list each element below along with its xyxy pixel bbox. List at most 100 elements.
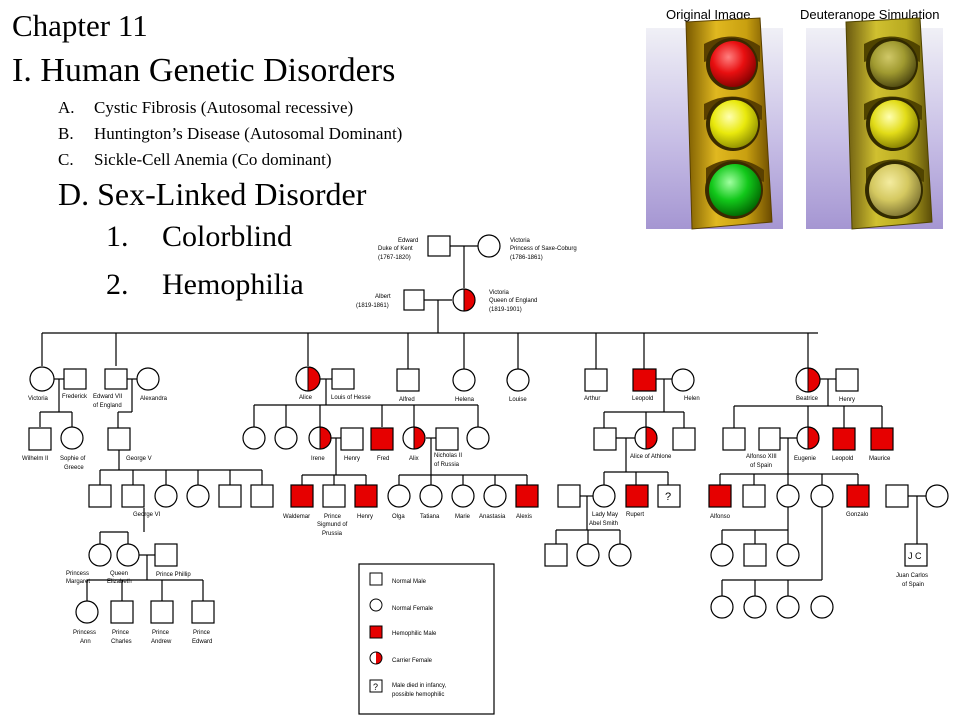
- label-edward-p: Prince: [193, 630, 211, 636]
- carrier-alice: [295, 366, 321, 392]
- hemophilic-waldemar: [290, 484, 314, 508]
- label-albert: Albert: [375, 294, 391, 300]
- legend-died-line2: possible hemophilic: [392, 692, 444, 698]
- pedigree-lines: [39, 245, 926, 601]
- male-philip: [154, 543, 178, 567]
- label-edward-vii-country: of England: [93, 403, 122, 409]
- label-helen: Helen: [684, 396, 700, 402]
- label-irene: Irene: [311, 456, 325, 462]
- male-george-v: [107, 427, 131, 451]
- subitem-d: D. Sex-Linked Disorder: [58, 176, 367, 212]
- hemophilic-rupert: [625, 484, 649, 508]
- female-unnamed: [466, 426, 490, 450]
- label-gonzalo: Gonzalo: [846, 512, 869, 518]
- label-charles-2: Charles: [111, 639, 132, 645]
- subitem-c-text: Sickle-Cell Anemia (Co dominant): [94, 150, 332, 169]
- male-unnamed: [885, 484, 909, 508]
- label-george-vi: George VI: [133, 512, 161, 518]
- hemophilic-leopold-2: [832, 427, 856, 451]
- label-edward-title: Duke of Kent: [378, 246, 413, 252]
- female-unnamed: [925, 484, 949, 508]
- female-unnamed: [776, 595, 800, 619]
- male-wilhelm-ii: [28, 427, 52, 451]
- carrier-queen-victoria: [452, 288, 476, 312]
- female-unnamed: [576, 543, 600, 567]
- label-anne: Princess: [73, 630, 96, 636]
- section-heading: I. Human Genetic Disorders: [12, 52, 396, 89]
- label-andrew: Prince: [152, 630, 170, 636]
- original-image-caption: Original Image: [666, 7, 751, 22]
- female-unnamed: [810, 595, 834, 619]
- label-alfonso-xiii: Alfonso XIII: [746, 454, 777, 460]
- male-unnamed: [722, 427, 746, 451]
- male-henry-2: [340, 427, 364, 451]
- subitem-a-letter: A.: [58, 98, 75, 117]
- legend-normal-female-symbol: [369, 598, 383, 612]
- label-albert-dates: (1819-1861): [356, 303, 389, 309]
- label-alix: Alix: [409, 456, 419, 462]
- hemophilic-maurice: [870, 427, 894, 451]
- traffic-light-deuteranope: [806, 17, 943, 230]
- label-tatiana: Tatiana: [420, 514, 440, 520]
- legend-question-mark: ?: [373, 682, 378, 692]
- male-frederick: [63, 368, 87, 390]
- label-alice-athlone: Alice of Athlone: [630, 454, 672, 460]
- subitem-b-letter: B.: [58, 124, 74, 143]
- female-unnamed: [608, 543, 632, 567]
- list-item-hemophilia: 2.Hemophilia: [106, 268, 304, 302]
- male-unnamed: [88, 484, 112, 508]
- legend-question-symbol: [369, 679, 383, 693]
- label-nicholas-country: of Russia: [434, 462, 460, 468]
- legend-carrier-female-symbol: [369, 651, 383, 665]
- label-queen-title: Queen of England: [489, 298, 537, 304]
- carrier-alix: [402, 426, 426, 450]
- female-unnamed: [186, 484, 210, 508]
- question-mark: ?: [665, 491, 671, 503]
- label-queen-victoria: Victoria: [489, 290, 510, 296]
- deuteranope-caption: Deuteranope Simulation: [800, 7, 940, 22]
- label-leopold: Leopold: [632, 396, 653, 402]
- label-wilhelm: Wilhelm II: [22, 456, 49, 462]
- label-leopold-2: Leopold: [832, 456, 853, 462]
- male-george-vi: [121, 484, 145, 508]
- male-unnamed: [557, 484, 581, 508]
- label-juan-carlos: Juan Carlos: [896, 573, 928, 579]
- label-queen-dates: (1819-1901): [489, 307, 522, 313]
- label-margaret: Princess: [66, 571, 89, 577]
- legend-hemophilic-male: Hemophilic Male: [392, 631, 437, 637]
- label-louis: Louis of Hesse: [331, 395, 371, 401]
- label-waldemar: Waldemar: [283, 514, 310, 520]
- female-unnamed: [776, 484, 800, 508]
- label-sophie-country: Greece: [64, 465, 84, 471]
- legend-died-line1: Male died in infancy,: [392, 683, 447, 689]
- yellow-lamp-simulated: [864, 96, 922, 151]
- legend-hemophilic-male-symbol: [369, 625, 383, 639]
- carrier-alice-athlone: [634, 426, 658, 450]
- male-andrew: [150, 600, 174, 624]
- list-item-colorblind: 1.Colorblind: [106, 220, 292, 254]
- label-sophie: Sophie of: [60, 456, 86, 462]
- label-marie: Marie: [455, 514, 471, 520]
- male-sigmund: [322, 484, 346, 508]
- female-unnamed: [810, 484, 834, 508]
- label-juan-carlos-2: of Spain: [902, 582, 924, 588]
- label-anastasia: Anastasia: [479, 514, 506, 520]
- label-henry-2: Henry: [344, 456, 360, 462]
- male-albert: [403, 289, 425, 311]
- female-victoria-princess: [29, 366, 55, 392]
- label-charles: Prince: [112, 630, 130, 636]
- label-lady-may-2: Abel Smith: [589, 521, 618, 527]
- male-alfonso-xiii: [758, 427, 781, 451]
- label-helena: Helena: [455, 397, 475, 403]
- label-victoria: Victoria: [28, 396, 49, 402]
- label-alexis: Alexis: [516, 514, 532, 520]
- red-lamp: [704, 36, 760, 90]
- chapter-title: Chapter 11: [12, 8, 148, 43]
- list-item-text: Hemophilia: [162, 268, 304, 301]
- female-anastasia: [483, 484, 507, 508]
- label-maurice: Maurice: [869, 456, 891, 462]
- label-elizabeth-2: Elizabeth: [107, 579, 132, 585]
- label-louise: Louise: [509, 397, 527, 403]
- label-alfonso: Alfonso: [710, 514, 731, 520]
